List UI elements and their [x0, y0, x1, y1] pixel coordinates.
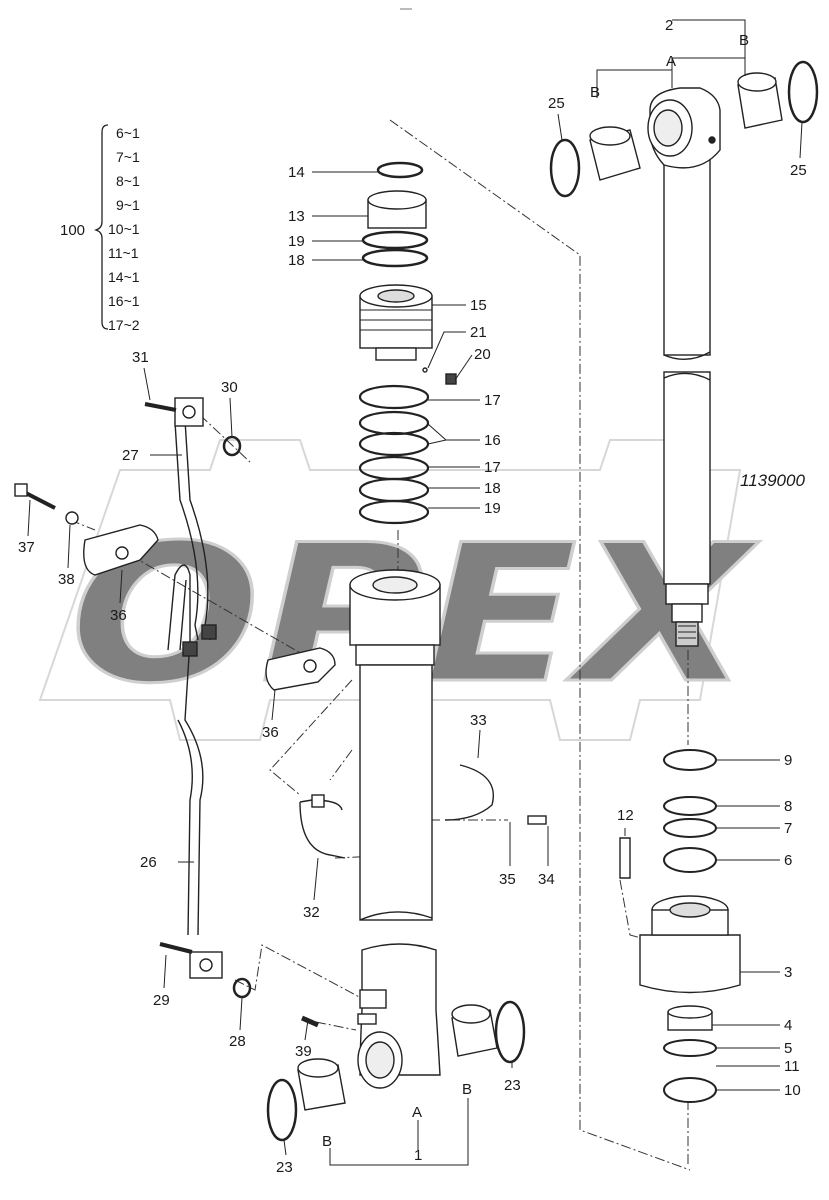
- leader-lines: [27, 19, 803, 1166]
- callout-38: 38: [58, 571, 75, 588]
- group-item: 17~2: [108, 317, 140, 333]
- hydraulic-pipes: [144, 397, 320, 1028]
- callouts: 14 13 19 18 15 21 20 17 16 17 18 19 31 3…: [18, 17, 807, 1176]
- callout-10: 10: [784, 1082, 801, 1099]
- drawing-code: 1139000: [740, 471, 805, 490]
- callout-5: 5: [784, 1040, 792, 1057]
- callout-20: 20: [474, 346, 491, 363]
- callout-23: 23: [276, 1159, 293, 1176]
- callout-19: 19: [288, 233, 305, 250]
- group-item: 6~1: [116, 125, 140, 141]
- assembly-lines: [69, 119, 691, 1171]
- band-clamp-33: [444, 764, 494, 821]
- cylinder-tube: [349, 569, 441, 1089]
- seal-ring-23-right: [494, 1000, 526, 1064]
- group-number: 100: [60, 222, 85, 239]
- piston-rod-assembly: [647, 87, 721, 647]
- group-item: 16~1: [108, 293, 140, 309]
- letter-a-top: A: [666, 53, 676, 70]
- callout-27: 27: [122, 447, 139, 464]
- callout-17: 17: [484, 459, 501, 476]
- callout-6: 6: [784, 852, 792, 869]
- callout-30: 30: [221, 379, 238, 396]
- letter-b-top-left: B: [590, 84, 600, 101]
- callout-17: 17: [484, 392, 501, 409]
- callout-13: 13: [288, 208, 305, 225]
- callout-16: 16: [484, 432, 501, 449]
- callout-37: 37: [18, 539, 35, 556]
- seal-ring-25-right: [787, 60, 819, 124]
- rod-lower: [663, 371, 711, 585]
- callout-18: 18: [288, 252, 305, 269]
- callout-12: 12: [617, 807, 634, 824]
- callout-33: 33: [470, 712, 487, 729]
- rod-upper: [663, 149, 711, 356]
- callout-36: 36: [110, 607, 127, 624]
- letter-b-top-right: B: [739, 32, 749, 49]
- callout-32: 32: [303, 904, 320, 921]
- tube-eye-bushings: [266, 1000, 526, 1142]
- callout-9: 9: [784, 752, 792, 769]
- callout-28: 28: [229, 1033, 246, 1050]
- group-item: 9~1: [116, 197, 140, 213]
- callout-29: 29: [153, 992, 170, 1009]
- callout-11: 11: [784, 1058, 800, 1075]
- callout-2: 2: [665, 17, 673, 34]
- callout-1: 1: [414, 1147, 422, 1164]
- clamp-36-lower: [265, 647, 336, 691]
- callout-31: 31: [132, 349, 149, 366]
- group-bracket: [93, 124, 109, 330]
- rod-seal-stack: [361, 161, 429, 268]
- group-item: 10~1: [108, 221, 140, 237]
- callout-21: 21: [470, 324, 487, 341]
- band-clamp-32: [299, 799, 346, 859]
- group-item: 11~1: [108, 245, 139, 261]
- piston-ring-stack: [358, 384, 430, 525]
- letter-a-bottom: A: [412, 1104, 422, 1121]
- pipe-clamps: [14, 483, 547, 1025]
- callout-15: 15: [470, 297, 487, 314]
- letter-b-bottom-right: B: [462, 1081, 472, 1098]
- rod-eye-bushings: [549, 60, 819, 198]
- callout-35: 35: [499, 871, 516, 888]
- callout-14: 14: [288, 164, 305, 181]
- pipe-26: [167, 564, 204, 936]
- group-item: 14~1: [108, 269, 140, 285]
- callout-23: 23: [504, 1077, 521, 1094]
- callout-25: 25: [790, 162, 807, 179]
- callout-18: 18: [484, 480, 501, 497]
- piston: [359, 284, 457, 385]
- group-100-list: 100 6~1 7~1 8~1 9~1 10~1 11~1 14~1 16~1 …: [60, 124, 140, 333]
- watermark-gear-outline: [38, 439, 742, 741]
- letter-b-bottom-left: B: [322, 1133, 332, 1150]
- callout-7: 7: [784, 820, 792, 837]
- group-item: 7~1: [116, 149, 140, 165]
- rod-cover-stack: [619, 749, 741, 1103]
- seal-ring-23-left: [266, 1078, 298, 1142]
- group-item: 8~1: [116, 173, 140, 189]
- callout-34: 34: [538, 871, 555, 888]
- callout-26: 26: [140, 854, 157, 871]
- callout-8: 8: [784, 798, 792, 815]
- callout-25: 25: [548, 95, 565, 112]
- callout-19: 19: [484, 500, 501, 517]
- callout-3: 3: [784, 964, 792, 981]
- callout-36: 36: [262, 724, 279, 741]
- callout-39: 39: [295, 1043, 312, 1060]
- seal-ring-25-left: [549, 138, 581, 198]
- callout-4: 4: [784, 1017, 792, 1034]
- ab-letters: A B B A B B: [322, 32, 749, 1150]
- pipe-27: [184, 419, 211, 641]
